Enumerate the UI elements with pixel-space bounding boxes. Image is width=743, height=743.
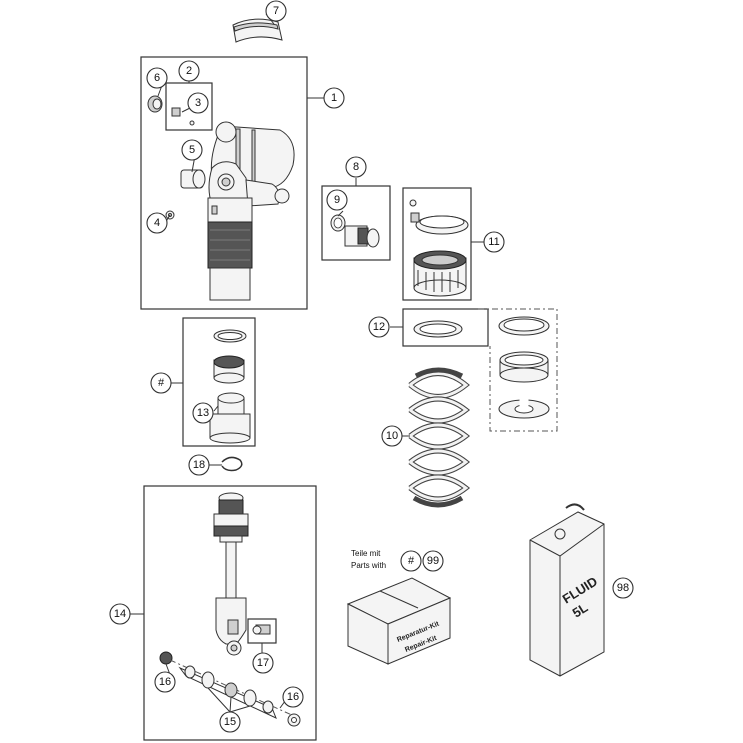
svg-text:#: # [408,555,415,567]
callout-15: 15 [219,711,241,733]
svg-text:8: 8 [353,161,359,173]
callout-10: 10 [381,425,403,447]
note-teile-mit: Teile mit [351,549,381,558]
part-9-oring [330,214,346,232]
callout-5: 5 [181,139,203,161]
fluid-label-line2: 5L [570,600,591,621]
callout-16-right: 16 [282,686,304,708]
part-retainer-rings [498,316,550,419]
svg-text:12: 12 [373,321,385,333]
part-6-cap [147,95,163,113]
svg-text:4: 4 [154,217,160,229]
part-10-spring [408,367,471,508]
repair-kit-box-illustration: Reparatur-Kit Repair-Kit [346,577,452,665]
svg-text:16: 16 [159,676,171,688]
callout-13: 13 [192,402,214,424]
svg-text:9: 9 [334,194,340,206]
callout-98: 98 [612,577,634,599]
group-box-seal-head [182,317,256,447]
part-8-valve [344,225,380,248]
callout-9: 9 [326,189,348,211]
group-box-dashed [478,308,558,432]
part-14-piston-rod [213,492,249,656]
group-box-11 [402,187,472,301]
callout-18: 18 [188,454,210,476]
callout-14: 14 [109,603,131,625]
callout-6: 6 [146,67,168,89]
svg-text:11: 11 [488,236,499,248]
svg-text:6: 6 [154,72,160,84]
svg-text:15: 15 [224,716,236,728]
callout-2: 2 [178,60,200,82]
note-parts-with: Parts with [351,561,387,570]
part-1-body [207,197,253,301]
callout-3: 3 [187,92,209,114]
svg-text:7: 7 [273,5,279,17]
callout-1: 1 [323,87,345,109]
svg-text:14: 14 [114,608,126,620]
svg-text:2: 2 [186,65,192,77]
part-11-adjuster-nut [413,250,467,297]
part-3-screw [171,107,195,126]
svg-text:#: # [158,377,165,389]
fluid-can-illustration: FLUID 5L [529,503,605,677]
callout-17: 17 [252,652,274,674]
group-box-1 [140,56,308,310]
part-12-spring-retainer [413,320,463,338]
svg-text:13: 13 [197,407,209,419]
callout-7: 7 [265,0,287,22]
callout-11: 11 [483,231,505,253]
callout-hash: # [150,372,172,394]
part-11-lock-ring [409,199,469,235]
callout-8: 8 [345,156,367,178]
svg-text:3: 3 [195,97,201,109]
svg-text:98: 98 [617,582,629,594]
part-13-seal-head [209,329,251,444]
callout-16-left: 16 [154,671,176,693]
svg-text:18: 18 [193,459,205,471]
svg-text:10: 10 [386,430,398,442]
part-18-circlip [221,456,243,472]
callout-hash-kit: # [400,550,422,572]
part-5-bushing [180,169,206,189]
part-17-screw [252,624,271,635]
svg-text:1: 1 [331,92,337,104]
callout-4: 4 [146,212,168,234]
svg-text:16: 16 [287,691,299,703]
part-15-16-bearings [159,651,301,727]
callout-99: 99 [422,550,444,572]
svg-text:17: 17 [257,657,269,669]
svg-text:99: 99 [427,555,439,567]
part-1-head [208,161,290,207]
callout-12: 12 [368,316,390,338]
part-7-label-sticker [232,18,283,43]
group-box-14 [143,485,317,741]
svg-text:5: 5 [189,144,195,156]
